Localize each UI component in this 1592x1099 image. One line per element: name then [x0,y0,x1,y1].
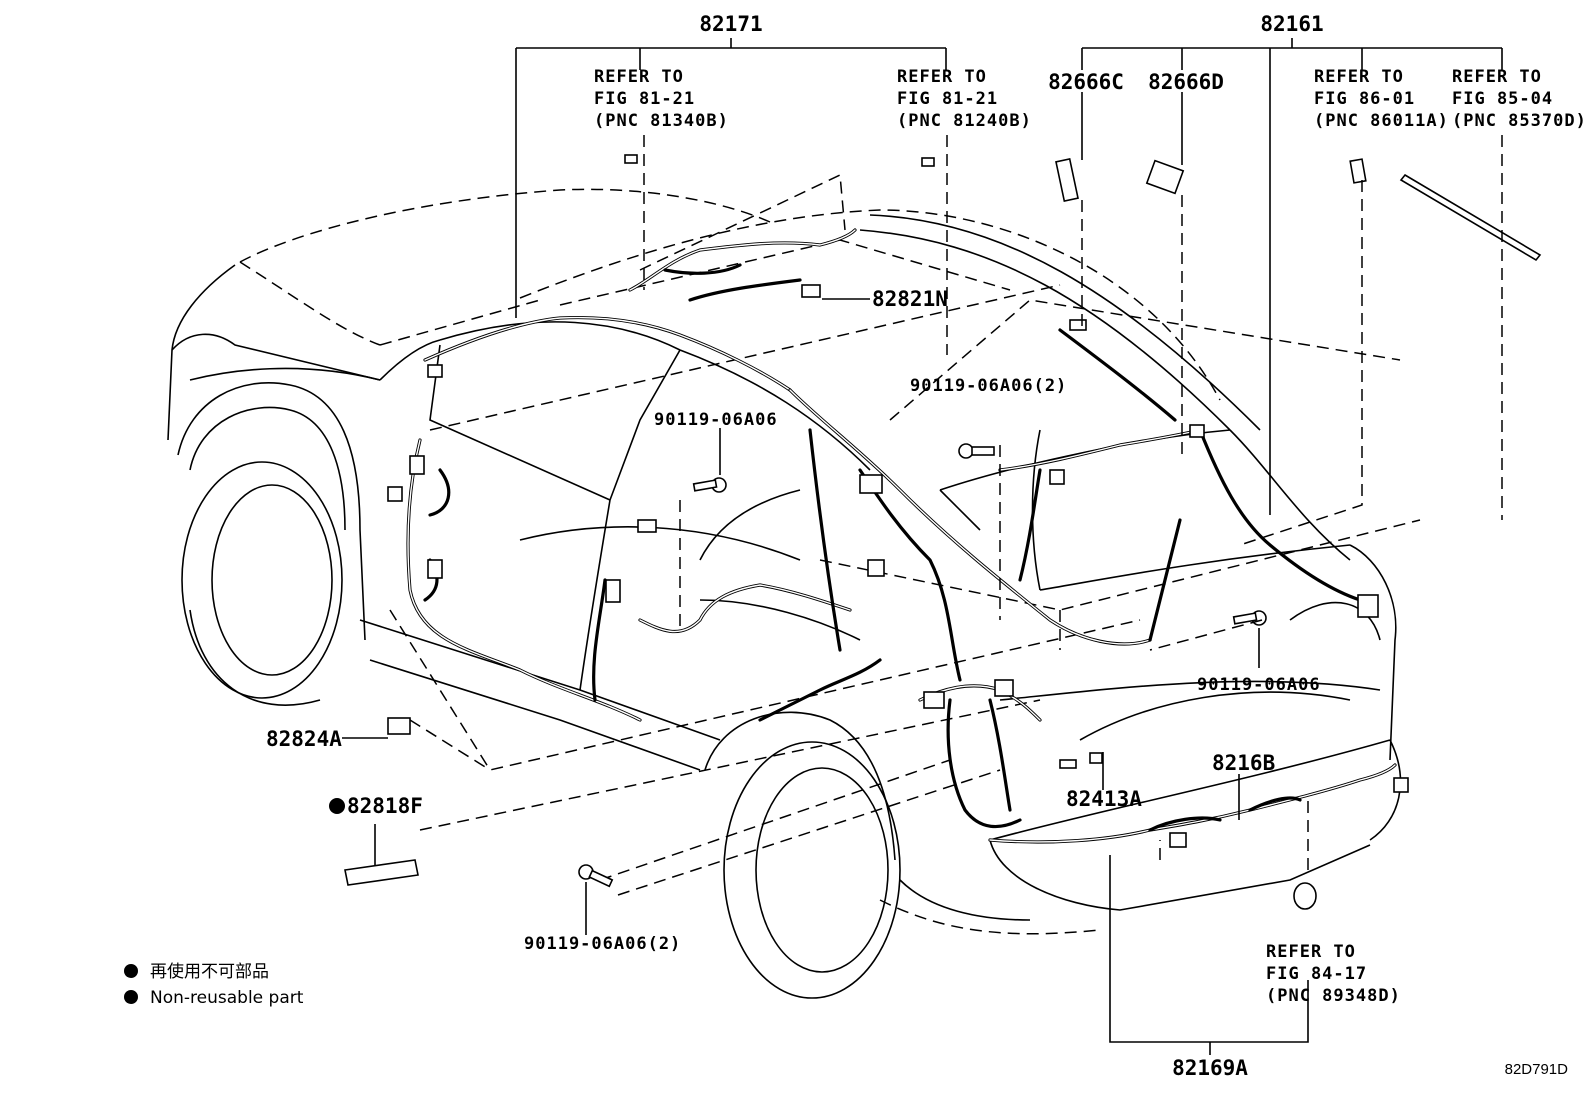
svg-text:(PNC 86011A): (PNC 86011A) [1314,111,1449,131]
svg-text:(PNC 81340B): (PNC 81340B) [594,111,729,131]
svg-text:FIG 81-21: FIG 81-21 [594,89,695,109]
connector-86011a [1349,158,1367,184]
connector [994,679,1014,697]
connector [637,519,657,533]
connector [1069,319,1087,331]
label-82169a: 82169A [1172,1056,1248,1080]
connector [1049,469,1065,485]
connectors [344,154,1542,910]
connector [1169,832,1187,848]
connector [605,579,621,603]
svg-text:REFER TO: REFER TO [594,67,684,87]
connector [409,455,425,475]
clip-82666d [1145,159,1185,195]
label-82818f [344,859,419,886]
connector [387,486,403,502]
svg-text:(PNC 89348D): (PNC 89348D) [1266,986,1401,1006]
svg-text:FIG 84-17: FIG 84-17 [1266,964,1367,984]
svg-text:REFER TO: REFER TO [897,67,987,87]
legend: 再使用不可部品 Non-reusable part [124,961,304,1008]
bolts [578,443,1267,888]
svg-text:REFER TO: REFER TO [1266,942,1356,962]
strip-85370d [1399,173,1542,262]
label-82161: 82161 [1260,12,1323,36]
refer-81340b: REFER TO FIG 81-21 (PNC 81340B) [594,67,729,131]
connector [427,559,443,579]
connector [859,474,883,494]
connector [923,691,945,709]
svg-text:(PNC 81240B): (PNC 81240B) [897,111,1032,131]
connector [867,559,885,577]
legend-jp: 再使用不可部品 [150,961,269,982]
svg-text:REFER TO: REFER TO [1314,67,1404,87]
diagram-code: 82D791D [1505,1061,1569,1078]
svg-text:FIG 81-21: FIG 81-21 [897,89,998,109]
refer-86011a: REFER TO FIG 86-01 (PNC 86011A) [1314,67,1449,131]
label-bolt-right: 90119-06A06 [1197,675,1321,695]
connector [1357,594,1379,618]
refer-85370d: REFER TO FIG 85-04 (PNC 85370D) [1452,67,1587,131]
label-bolt-center: 90119-06A06(2) [910,376,1067,396]
non-reusable-marker-icon [329,798,345,814]
connector-82821n [801,284,821,298]
label-82818f: 82818F [347,794,423,818]
connector-81240b [921,157,935,167]
bolt-left [692,477,727,493]
clip-82666c [1055,158,1079,202]
label-82824a: 82824A [266,727,342,751]
bolt-bottom [578,864,614,888]
refer-to-notes: REFER TO FIG 81-21 (PNC 81340B) REFER TO… [594,67,1587,1006]
label-82171: 82171 [699,12,762,36]
wire-harnesses [406,228,1397,844]
svg-text:FIG 85-04: FIG 85-04 [1452,89,1553,109]
connector-82413a [1059,759,1077,769]
refer-81240b: REFER TO FIG 81-21 (PNC 81240B) [897,67,1032,131]
legend-bullet-icon [124,990,138,1004]
bolt-center [958,443,995,459]
label-82413a: 82413A [1066,787,1142,811]
label-bolt-left: 90119-06A06 [654,410,778,430]
connector-81340b [624,154,638,164]
label-82666d: 82666D [1148,70,1224,94]
bolt-right [1232,610,1267,626]
label-82821n: 82821N [872,287,948,311]
svg-text:(PNC 85370D): (PNC 85370D) [1452,111,1587,131]
legend-en: Non-reusable part [150,988,304,1008]
svg-text:FIG 86-01: FIG 86-01 [1314,89,1415,109]
connector-82824a [387,717,411,735]
connector [1189,424,1205,438]
refer-89348d: REFER TO FIG 84-17 (PNC 89348D) [1266,942,1401,1006]
connector-82413a-end [1089,752,1103,764]
legend-bullet-icon [124,964,138,978]
leader-lines [342,38,1503,1055]
label-82666c: 82666C [1048,70,1124,94]
svg-text:REFER TO: REFER TO [1452,67,1542,87]
part-labels: 82171 82161 82666C 82666D 82821N 82824A … [266,12,1324,1080]
label-8216b: 8216B [1212,751,1275,775]
grommet-89348d [1293,882,1317,910]
label-bolt-bottom: 90119-06A06(2) [524,934,681,954]
connector [1393,777,1409,793]
connector [427,364,443,378]
